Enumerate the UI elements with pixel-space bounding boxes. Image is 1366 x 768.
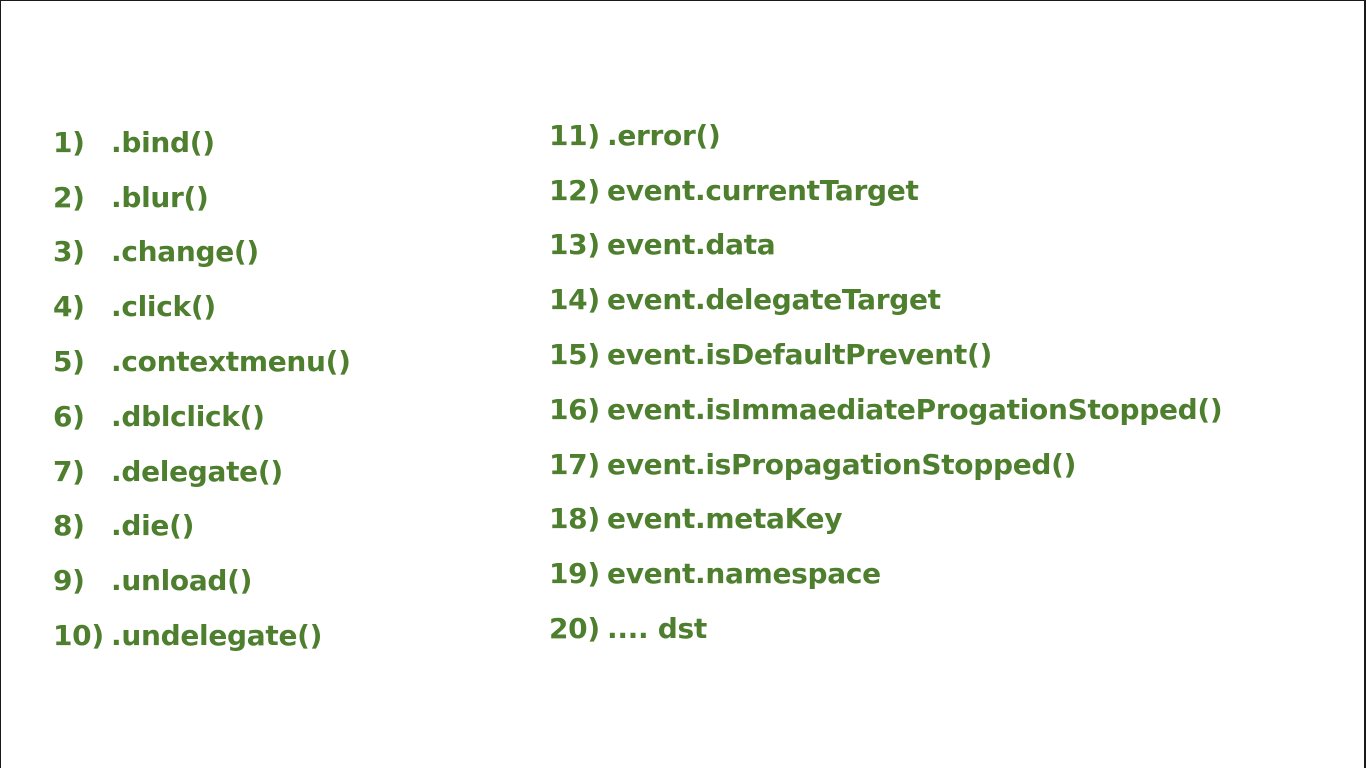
list-item: 17)event.isPropagationStopped() [549, 437, 1222, 492]
item-text: event.isImmaediateProgationStopped() [607, 392, 1223, 426]
left-method-list: 1) .bind() 2) .blur() 3) .change() 4) .click… [53, 115, 351, 663]
item-number: 18) [549, 502, 600, 536]
item-text: .blur() [111, 180, 209, 214]
list-item: 1) .bind() [53, 115, 351, 170]
item-number: 20) [549, 612, 600, 646]
item-number: 16) [549, 392, 600, 426]
item-text: .contextmenu() [111, 345, 351, 379]
item-text: event.isDefaultPrevent() [607, 338, 992, 372]
list-item: 15)event.isDefaultPrevent() [549, 327, 1222, 382]
list-item: 20).... dst [549, 601, 1222, 656]
list-item: 7) .delegate() [53, 444, 351, 499]
list-item: 3) .change() [53, 225, 351, 280]
item-text: .dblclick() [111, 399, 265, 433]
item-number: 15) [549, 338, 600, 372]
item-number: 17) [549, 447, 600, 481]
item-text: .click() [111, 290, 216, 324]
list-item: 9) .unload() [53, 553, 351, 608]
item-number: 11) [549, 118, 600, 152]
item-text: .change() [111, 235, 259, 269]
item-text: event.data [607, 228, 776, 262]
item-number: 4) [53, 290, 85, 324]
item-number: 12) [549, 173, 600, 207]
item-text: .undelegate() [111, 619, 323, 653]
item-text: .unload() [111, 564, 253, 598]
item-number: 1) [53, 125, 85, 159]
list-item: 18)event.metaKey [549, 492, 1222, 547]
item-text: .... dst [607, 612, 707, 646]
item-text: event.isPropagationStopped() [607, 447, 1077, 481]
item-text: .die() [111, 509, 195, 543]
item-number: 6) [53, 399, 85, 433]
item-number: 10) [53, 619, 104, 653]
list-item: 16)event.isImmaediateProgationStopped() [549, 382, 1223, 437]
item-text: event.currentTarget [607, 173, 919, 207]
list-item: 2) .blur() [53, 170, 351, 225]
item-number: 8) [53, 509, 85, 543]
list-item: 13)event.data [549, 218, 1222, 273]
item-number: 9) [53, 564, 85, 598]
item-number: 14) [549, 283, 600, 317]
list-item: 10).undelegate() [53, 608, 351, 663]
item-number: 5) [53, 345, 85, 379]
right-method-list: 11).error() 12)event.currentTarget 13)ev… [549, 108, 1223, 656]
item-text: .error() [607, 118, 721, 152]
item-number: 3) [53, 235, 85, 269]
item-number: 19) [549, 557, 600, 591]
list-item: 19)event.namespace [549, 546, 1222, 601]
item-number: 7) [53, 454, 85, 488]
list-item: 8) .die() [53, 499, 351, 554]
list-item: 11).error() [549, 108, 1222, 163]
item-text: .delegate() [111, 454, 283, 488]
item-text: event.metaKey [607, 502, 843, 536]
item-number: 2) [53, 180, 85, 214]
item-text: event.namespace [607, 557, 881, 591]
item-text: event.delegateTarget [607, 283, 941, 317]
list-item: 5) .contextmenu() [53, 334, 351, 389]
item-text: .bind() [111, 125, 215, 159]
list-item: 12)event.currentTarget [549, 163, 1222, 218]
item-number: 13) [549, 228, 600, 262]
list-item: 14)event.delegateTarget [549, 272, 1222, 327]
list-item: 6) .dblclick() [53, 389, 351, 444]
list-item: 4) .click() [53, 279, 351, 334]
